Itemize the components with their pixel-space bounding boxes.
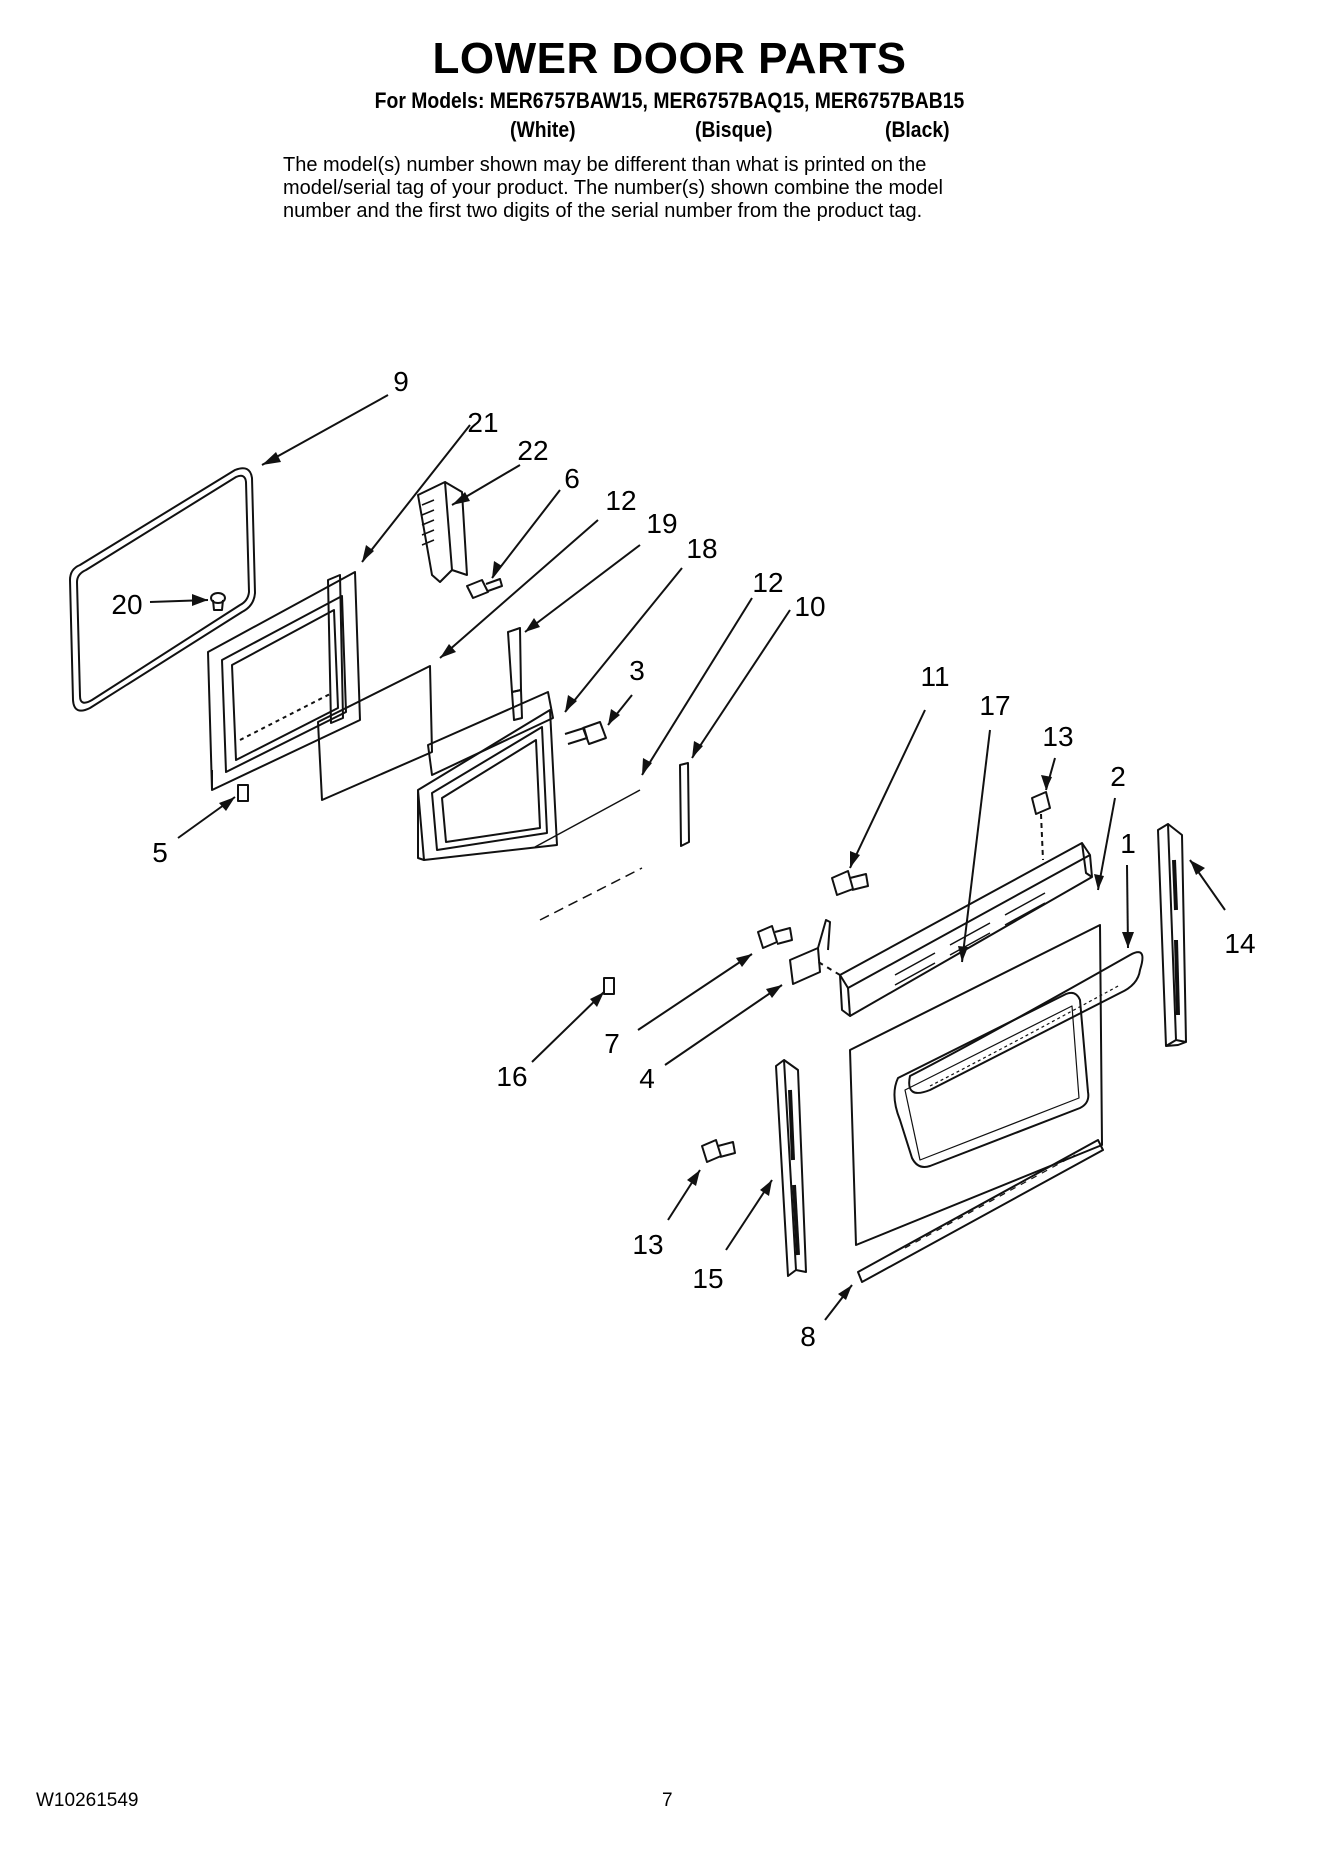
disclaimer-line: model/serial tag of your product. The nu…	[283, 177, 943, 199]
color-black: (Black)	[885, 117, 950, 142]
callout-label: 15	[692, 1263, 723, 1294]
side-trim-part	[1157, 823, 1187, 1047]
glass-strip-part	[534, 762, 690, 921]
screw-part	[564, 721, 607, 745]
callout-label: 18	[686, 533, 717, 564]
bumper-part	[237, 784, 249, 802]
callout-label: 19	[646, 508, 677, 539]
models-line: For Models: MER6757BAW15, MER6757BAQ15, …	[374, 88, 965, 113]
callout-label: 22	[517, 435, 548, 466]
callout-label: 12	[752, 567, 783, 598]
side-trim-part	[775, 1059, 807, 1277]
document-number: W10261549	[36, 1790, 139, 1811]
door-liner-part	[417, 691, 558, 861]
door-handle-part	[908, 951, 1144, 1094]
callout-label: 12	[605, 485, 636, 516]
disclaimer-line: number and the first two digits of the s…	[283, 200, 923, 222]
outer-door-panel-part	[849, 924, 1103, 1246]
callout-label: 10	[794, 591, 825, 622]
callout-label: 11	[920, 661, 949, 692]
screw-part	[701, 1139, 736, 1163]
callout-label: 8	[800, 1321, 816, 1352]
color-white: (White)	[510, 117, 576, 142]
callout-label: 17	[979, 690, 1010, 721]
callout-label: 9	[393, 366, 409, 397]
callout-label: 16	[496, 1061, 527, 1092]
gasket-clip-part	[210, 592, 226, 611]
callout-label: 4	[639, 1063, 655, 1094]
door-bracket-part	[789, 919, 831, 985]
callout-label: 7	[604, 1028, 620, 1059]
screw-part	[831, 870, 869, 896]
insulation-part	[507, 627, 523, 721]
color-bisque: (Bisque)	[695, 117, 773, 142]
callout-label: 5	[152, 837, 168, 868]
door-bottom-trim-part	[857, 1139, 1104, 1283]
callout-label: 1	[1120, 828, 1136, 859]
disclaimer-line: The model(s) number shown may be differe…	[283, 154, 927, 176]
screw-part	[1031, 791, 1051, 861]
callout-label: 2	[1110, 761, 1126, 792]
disclaimer: The model(s) number shown may be differe…	[283, 154, 1103, 223]
callout-label: 14	[1224, 928, 1255, 959]
hinge-part	[417, 481, 468, 583]
callout-label: 13	[1042, 721, 1073, 752]
screw-part	[757, 925, 793, 949]
door-top-trim-part	[814, 842, 1093, 1017]
callout-label: 6	[564, 463, 580, 494]
callout-arrowheads	[192, 452, 1205, 1300]
hinge-screw-part	[466, 578, 503, 599]
page-title: LOWER DOOR PARTS	[432, 34, 907, 83]
bumper-part	[603, 977, 615, 995]
callout-label: 20	[111, 589, 142, 620]
door-gasket-part	[69, 467, 256, 712]
door-glass-part	[317, 665, 433, 801]
callout-label: 21	[467, 407, 498, 438]
page-number: 7	[662, 1790, 673, 1811]
callout-label: 13	[632, 1229, 663, 1260]
callout-label: 3	[629, 655, 645, 686]
inner-door-panel-part	[207, 571, 361, 791]
